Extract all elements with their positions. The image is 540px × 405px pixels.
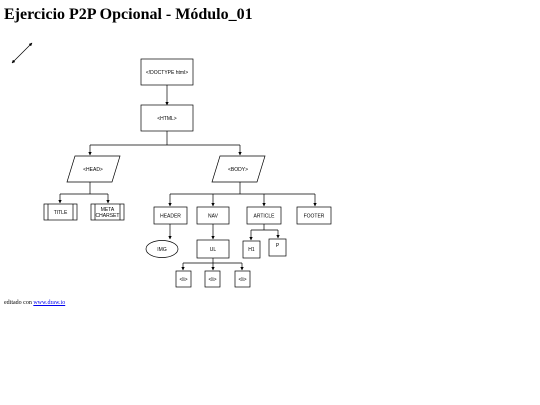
- edge-body-split: [170, 182, 315, 195]
- node-meta-label-line1: META: [101, 207, 115, 213]
- node-ul-label: UL: [210, 247, 217, 253]
- node-h1-label: H1: [248, 247, 255, 253]
- node-img-label: IMG: [157, 247, 167, 253]
- node-article-label: ARTICLE: [253, 214, 275, 220]
- edge-html-split: [90, 131, 240, 146]
- double-arrow-icon: [11, 42, 33, 64]
- node-footer: FOOTER: [296, 206, 332, 225]
- node-nav: NAV: [196, 206, 230, 225]
- edge-article-split: [251, 224, 278, 231]
- node-html-label: <HTML>: [157, 116, 177, 122]
- footer-note: editado con www.draw.io: [4, 300, 65, 306]
- node-p-label: P: [276, 243, 280, 249]
- edge-ul-split: [183, 258, 242, 264]
- page-title: Ejercicio P2P Opcional - Módulo_01: [4, 6, 253, 23]
- node-header-label: HEADER: [160, 214, 181, 220]
- node-img: IMG: [145, 240, 179, 258]
- node-meta-label-line2: CHARSET: [96, 213, 120, 219]
- node-title: TITLE: [43, 203, 78, 221]
- node-meta-charset: META CHARSET: [90, 203, 125, 221]
- connectors: [58, 85, 317, 271]
- node-li-2: <li>: [204, 270, 221, 288]
- node-body: <BODY>: [211, 155, 266, 183]
- node-head-label: <HEAD>: [83, 167, 103, 173]
- node-nav-label: NAV: [208, 214, 219, 220]
- node-head: <HEAD>: [66, 155, 121, 183]
- node-footer-label: FOOTER: [304, 214, 325, 220]
- node-article: ARTICLE: [246, 206, 282, 225]
- node-li-2-label: <li>: [208, 277, 216, 283]
- node-li-1: <li>: [175, 270, 192, 288]
- edge-head-split: [60, 182, 108, 195]
- node-doctype: <!DOCTYPE html>: [140, 58, 194, 86]
- drawio-link[interactable]: www.draw.io: [33, 300, 66, 306]
- node-header: HEADER: [153, 206, 188, 225]
- footer-prefix: editado con: [4, 300, 34, 306]
- node-li-1-label: <li>: [179, 277, 187, 283]
- node-li-3: <li>: [234, 270, 251, 288]
- node-body-label: <BODY>: [228, 167, 248, 173]
- node-h1: H1: [242, 240, 261, 259]
- node-html: <HTML>: [140, 104, 194, 132]
- node-p: P: [268, 238, 287, 257]
- node-li-3-label: <li>: [238, 277, 246, 283]
- node-title-label: TITLE: [54, 210, 68, 216]
- node-ul: UL: [196, 239, 230, 259]
- node-doctype-label: <!DOCTYPE html>: [146, 70, 188, 76]
